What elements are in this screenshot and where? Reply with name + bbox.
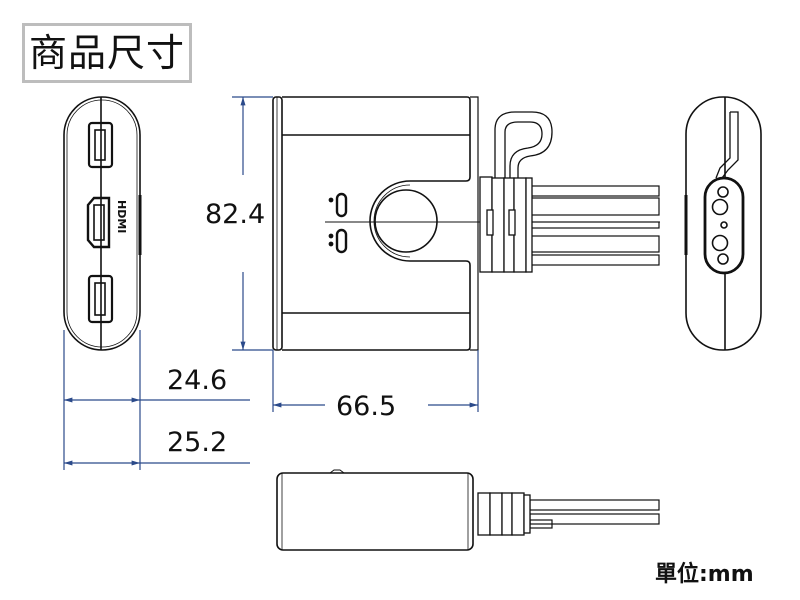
usb-c-port-icon [328, 228, 348, 254]
usb-port-icon [87, 121, 114, 169]
height-dimension-line [232, 96, 273, 351]
height-dimension-label: 82.4 [205, 199, 266, 230]
cable-clip [479, 176, 533, 273]
hdmi-port-icon [86, 196, 111, 249]
side-view-left: HDMI [63, 96, 142, 351]
width-dimension-line [272, 350, 479, 412]
front-view [272, 96, 660, 351]
depth-inner-dimension-label: 24.6 [167, 365, 228, 396]
depth-dimension-lines [63, 330, 250, 470]
cable-hook-icon [494, 111, 553, 178]
cable-bundle [529, 185, 660, 266]
bottom-view [276, 469, 660, 551]
depth-outer-dimension-label: 25.2 [167, 427, 228, 458]
usb-port-icon [87, 274, 114, 324]
unit-label: 單位:mm [655, 562, 754, 587]
side-view-right [684, 96, 762, 351]
width-dimension-label: 66.5 [336, 391, 397, 422]
usb-c-port-icon [328, 192, 348, 218]
hdmi-logo: HDMI [115, 200, 128, 233]
page-title: 商品尺寸 [22, 23, 192, 83]
